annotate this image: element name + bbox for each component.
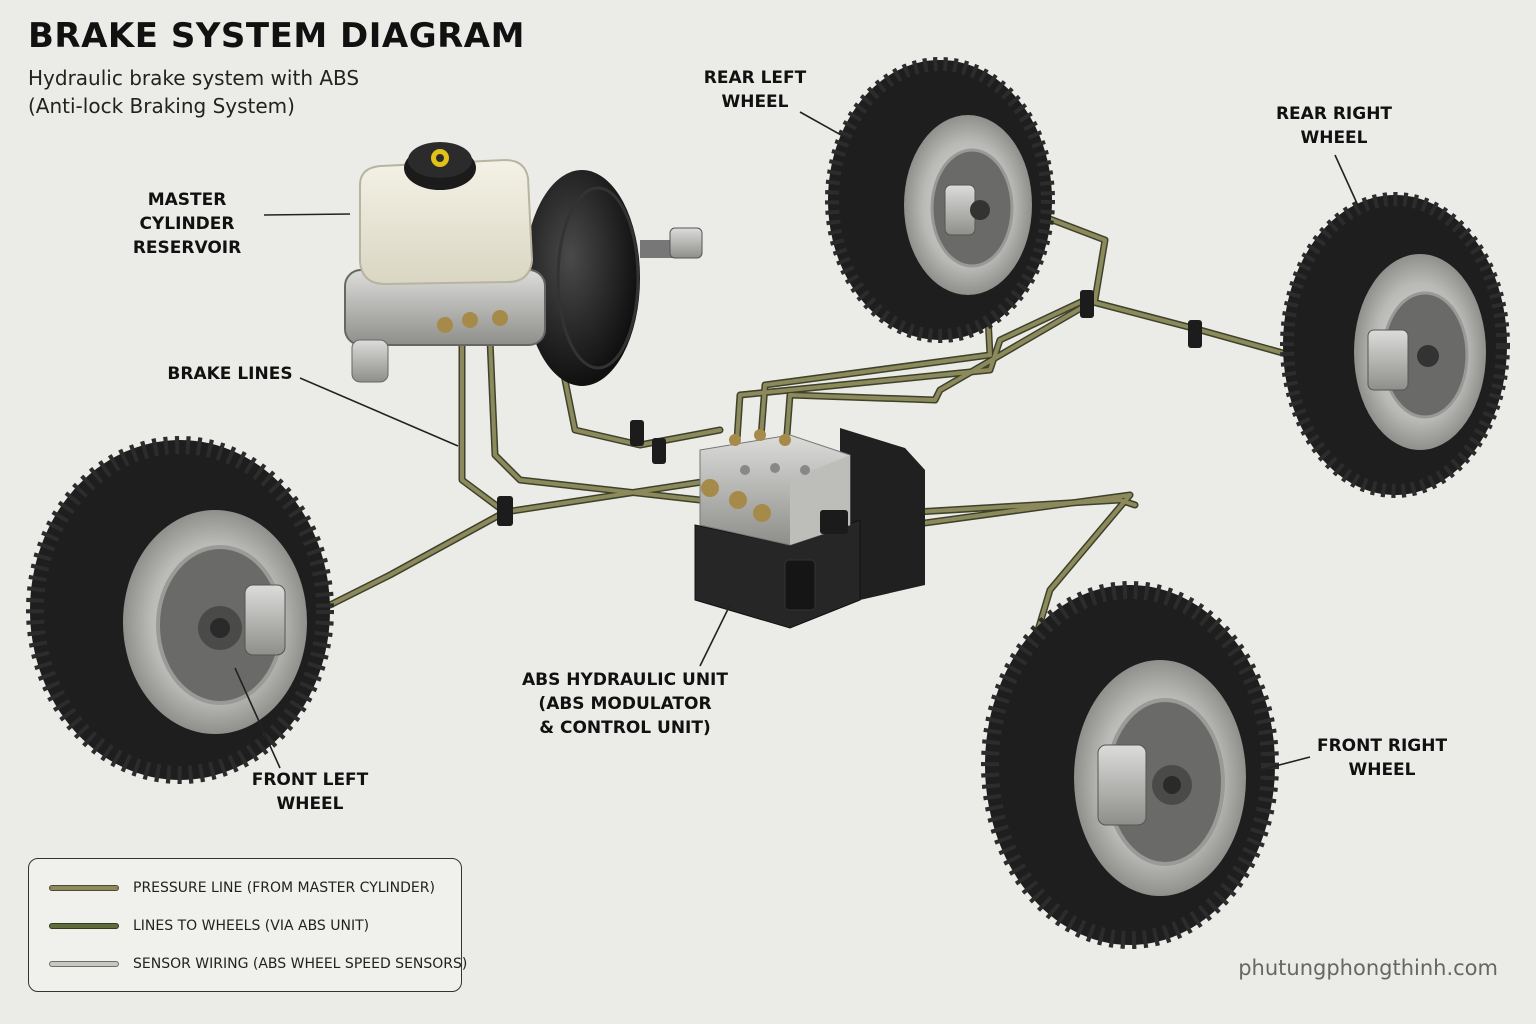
subtitle-line: Hydraulic brake system with ABS (28, 66, 360, 90)
legend: PRESSURE LINE (FROM MASTER CYLINDER) LIN… (28, 858, 467, 992)
watermark: phutungphongthinh.com (1238, 956, 1498, 980)
page-title: BRAKE SYSTEM DIAGRAM (28, 16, 525, 56)
label-line: MASTER CYLINDER (139, 190, 235, 234)
rear-right-wheel (1280, 192, 1510, 498)
label-front-right-wheel: FRONT RIGHT WHEEL (1308, 734, 1456, 782)
legend-item-pressure-line: PRESSURE LINE (FROM MASTER CYLINDER) (49, 877, 435, 899)
label-rear-left-wheel: REAR LEFT WHEEL (690, 66, 820, 114)
abs-hydraulic-unit (694, 428, 925, 629)
label-front-left-wheel: FRONT LEFT WHEEL (240, 768, 380, 816)
legend-label: PRESSURE LINE (FROM MASTER CYLINDER) (133, 880, 435, 896)
label-line: & CONTROL UNIT) (539, 718, 711, 738)
master-cylinder-assembly (344, 142, 703, 386)
label-line: FRONT LEFT (251, 770, 369, 790)
front-right-wheel (981, 581, 1279, 949)
label-abs-hydraulic-unit: ABS HYDRAULIC UNIT (ABS MODULATOR & CONT… (520, 668, 730, 740)
legend-item-wheel-lines: LINES TO WHEELS (VIA ABS UNIT) (49, 915, 369, 937)
legend-swatch (49, 923, 119, 929)
label-line: ABS HYDRAULIC UNIT (522, 670, 728, 690)
legend-label: LINES TO WHEELS (VIA ABS UNIT) (133, 918, 370, 934)
label-line: (ABS MODULATOR (538, 694, 712, 714)
rear-left-wheel (825, 57, 1055, 343)
label-line: WHEEL (721, 92, 789, 112)
label-brake-lines: BRAKE LINES (160, 362, 300, 386)
label-rear-right-wheel: REAR RIGHT WHEEL (1264, 102, 1404, 150)
legend-item-sensor-wiring: SENSOR WIRING (ABS WHEEL SPEED SENSORS) (49, 953, 467, 975)
legend-swatch (49, 885, 119, 891)
page-subtitle: Hydraulic brake system with ABS (Anti-lo… (28, 64, 359, 120)
label-line: REAR RIGHT (1275, 104, 1393, 124)
label-line: REAR LEFT (703, 68, 807, 88)
label-master-cylinder-reservoir: MASTER CYLINDER RESERVOIR (112, 188, 262, 260)
subtitle-line: (Anti-lock Braking System) (28, 94, 295, 118)
label-line: WHEEL (276, 794, 344, 814)
label-line: FRONT RIGHT (1316, 736, 1448, 756)
legend-label: SENSOR WIRING (ABS WHEEL SPEED SENSORS) (133, 956, 468, 972)
label-line: WHEEL (1300, 128, 1368, 148)
leader-lines (234, 111, 1361, 771)
legend-swatch (49, 961, 119, 967)
label-line: BRAKE LINES (167, 364, 293, 384)
label-line: RESERVOIR (132, 238, 242, 258)
front-left-wheel (26, 436, 334, 784)
label-line: WHEEL (1348, 760, 1416, 780)
